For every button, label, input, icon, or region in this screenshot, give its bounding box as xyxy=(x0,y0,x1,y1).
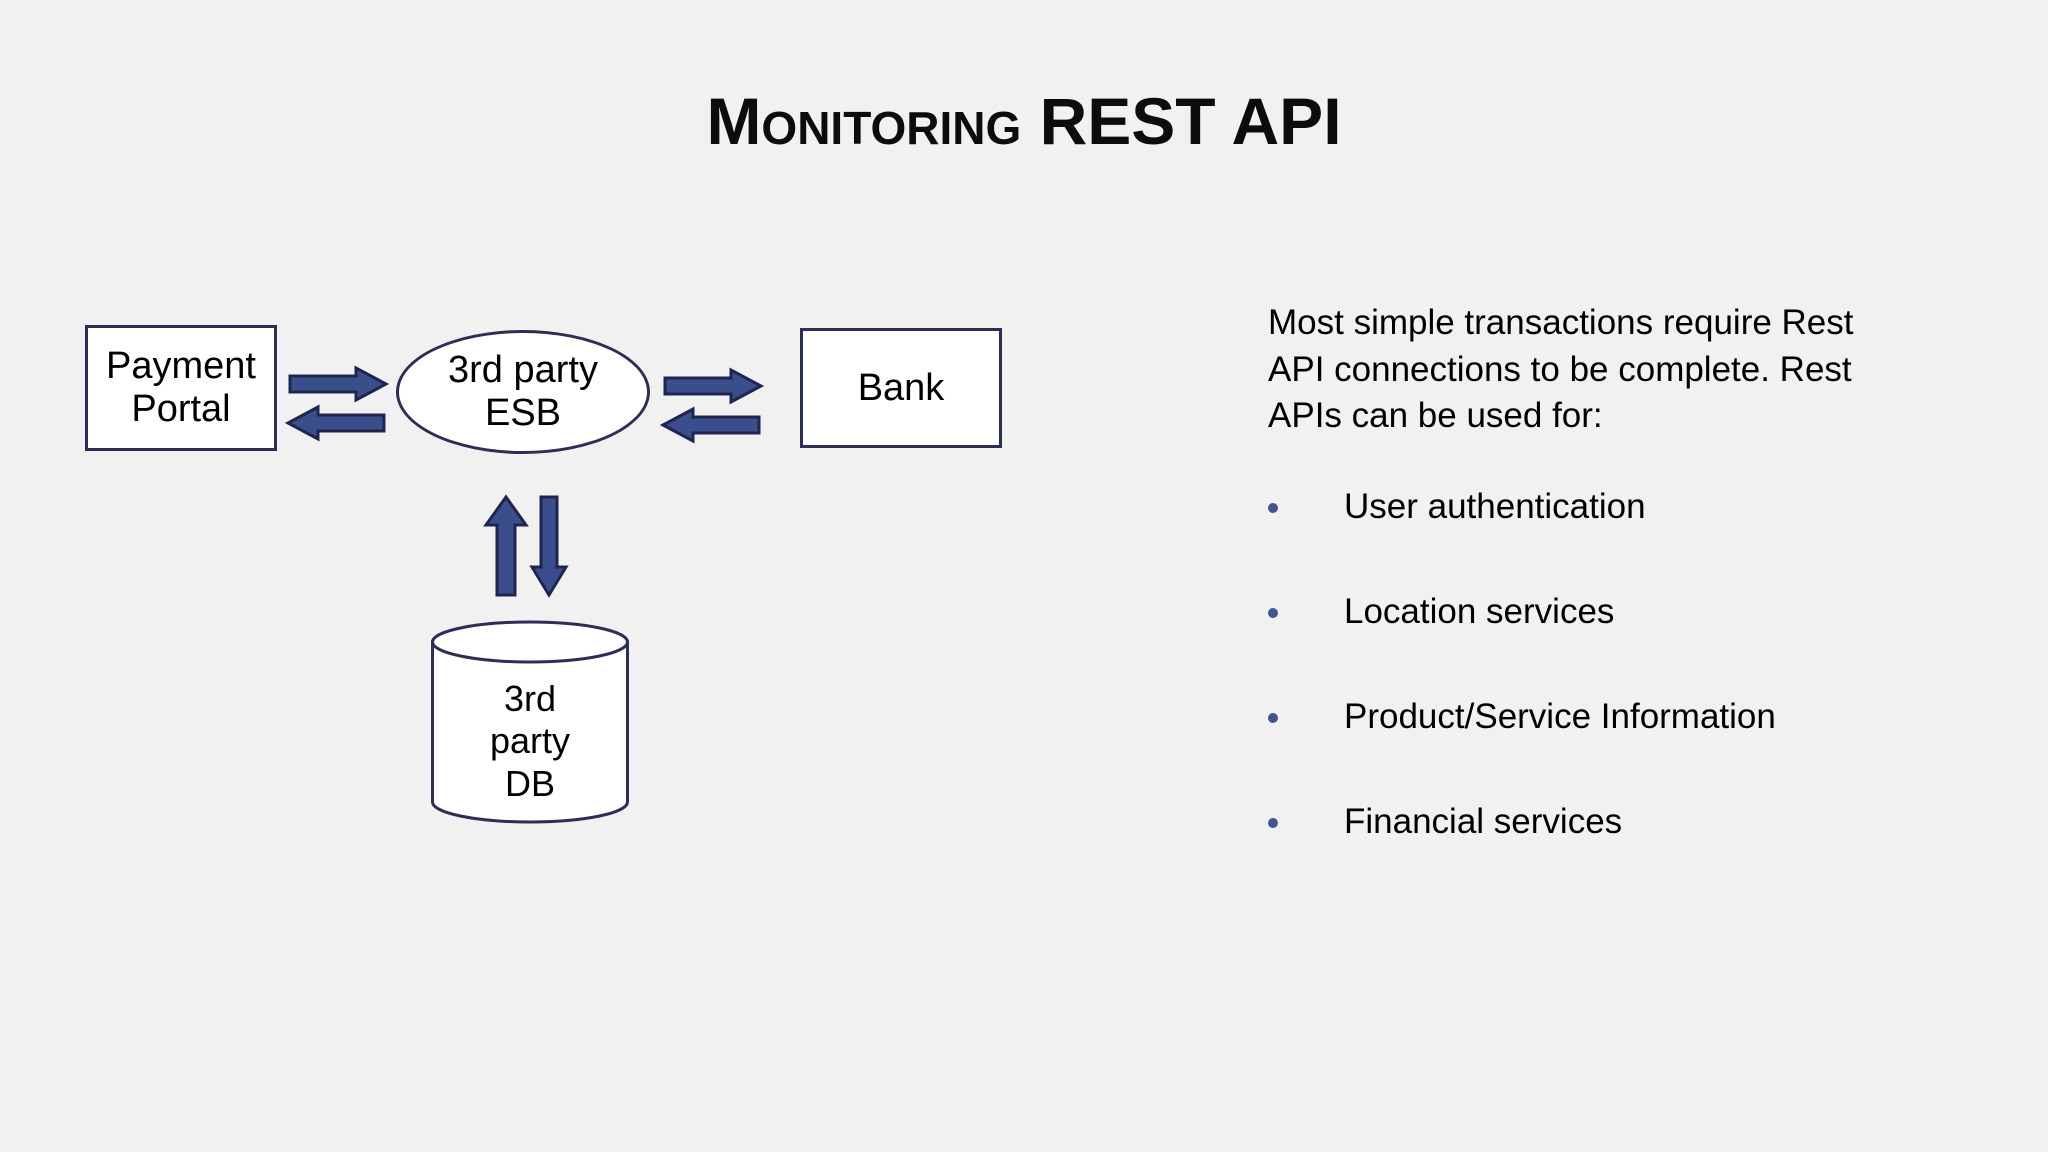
page-title-rest: REST API xyxy=(1021,84,1342,158)
arrow-esb-to-db-icon xyxy=(529,495,569,598)
arrow-db-to-esb-icon xyxy=(483,494,529,597)
bullet-list: User authentication Location services Pr… xyxy=(1268,486,1888,843)
bullet-dot-icon xyxy=(1268,607,1278,618)
intro-paragraph: Most simple transactions require Rest AP… xyxy=(1268,303,1854,436)
node-payment-portal-line1: Payment xyxy=(106,345,256,388)
list-item: Product/Service Information xyxy=(1268,696,1888,738)
list-item: User authentication xyxy=(1268,486,1888,528)
bullet-dot-icon xyxy=(1268,502,1278,513)
page-title-lead: Monitoring xyxy=(706,84,1022,158)
node-esb-line1: 3rd party xyxy=(448,348,598,391)
node-bank[interactable]: Bank xyxy=(800,328,1002,448)
list-item-label: User authentication xyxy=(1344,486,1646,526)
node-db-line1: 3rd xyxy=(503,678,557,719)
node-third-party-db[interactable]: 3rd party DB xyxy=(430,620,630,824)
arrow-bank-to-esb-icon xyxy=(659,406,761,444)
content-column: Most simple transactions require Rest AP… xyxy=(1268,300,1888,843)
list-item: Location services xyxy=(1268,591,1888,633)
arrow-esb-to-bank-icon xyxy=(663,367,765,405)
node-db-line2: party xyxy=(489,720,571,762)
node-third-party-esb[interactable]: 3rd party ESB xyxy=(396,330,650,454)
node-db-line3: DB xyxy=(504,762,555,804)
list-item-label: Financial services xyxy=(1344,801,1623,841)
node-payment-portal[interactable]: Payment Portal xyxy=(85,325,277,451)
bullet-dot-icon xyxy=(1268,712,1278,723)
node-bank-label: Bank xyxy=(857,366,945,409)
cylinder-icon xyxy=(431,620,629,824)
arrow-portal-to-esb-icon xyxy=(288,365,390,403)
list-item-label: Location services xyxy=(1344,591,1615,631)
arrow-esb-to-portal-icon xyxy=(284,404,386,442)
bullet-dot-icon xyxy=(1268,817,1278,828)
list-item: Financial services xyxy=(1268,801,1888,843)
node-esb-line2: ESB xyxy=(484,392,562,434)
page-title: Monitoring REST API xyxy=(0,88,2048,154)
node-payment-portal-line2: Portal xyxy=(131,388,231,430)
node-db-label: 3rd party DB xyxy=(430,678,630,805)
architecture-diagram: Payment Portal 3rd party ESB Bank 3rd pa… xyxy=(85,325,1002,824)
list-item-label: Product/Service Information xyxy=(1344,696,1776,736)
